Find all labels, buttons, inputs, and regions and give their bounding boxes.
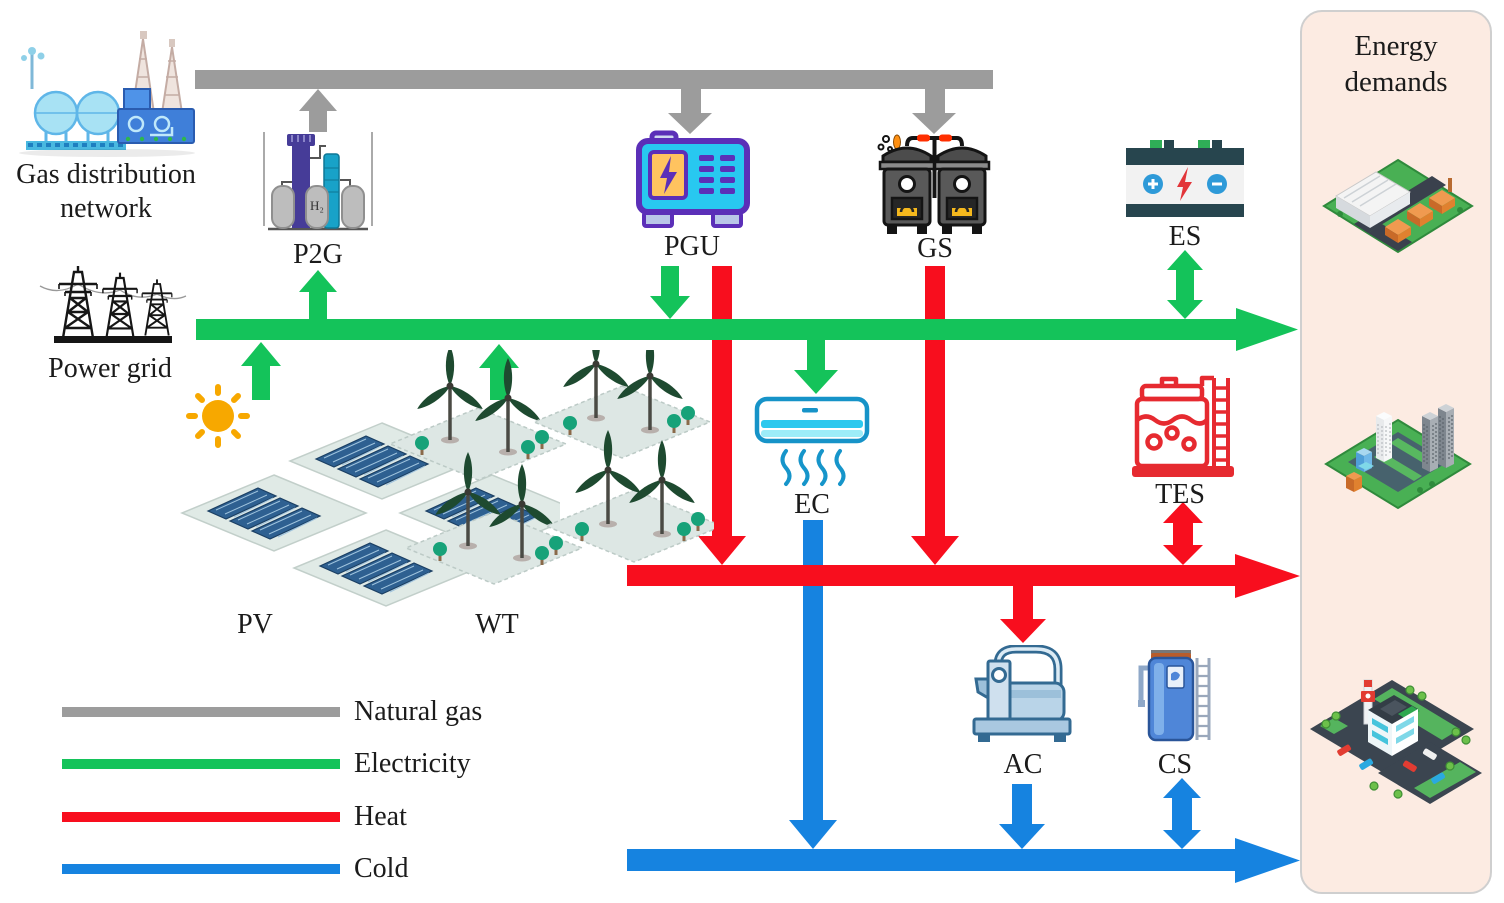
tes-heat-bus-double-arrow-shaft [1173, 523, 1193, 545]
power-grid-icon [38, 264, 188, 348]
ac-to-cold-bus-arrow-head [999, 824, 1045, 849]
cold-bus [627, 849, 1235, 871]
cs-label: CS [1157, 749, 1193, 780]
ec-to-cold-bus-arrow-head [789, 820, 837, 849]
p2g-icon: H₂ [262, 128, 374, 238]
gs-label: GS [917, 233, 953, 264]
tes-icon [1132, 372, 1234, 482]
gas-bus-to-pgu-arrow-shaft [681, 89, 701, 115]
h2-tank-text: H₂ [310, 198, 324, 213]
legend-item-natural-gas: Natural gas [62, 696, 483, 727]
wt-field-icon [382, 350, 714, 622]
es-elec-bus-double-arrow-downhead [1167, 300, 1203, 319]
power-grid-label: Power grid [48, 353, 172, 384]
cs-cold-bus-double-arrow-shaft [1172, 798, 1192, 830]
natural-gas-legend-line [62, 707, 340, 717]
industrial-demand-icon [1320, 152, 1476, 270]
es-label: ES [1168, 221, 1202, 252]
ec-icon [754, 396, 870, 488]
p2g-to-gas-bus-arrow-shaft [309, 111, 327, 132]
pgu-label: PGU [663, 231, 720, 262]
natural-gas-legend-label: Natural gas [354, 696, 483, 727]
pgu-to-elec-bus-arrow-head [650, 296, 690, 319]
pv-to-elec-bus-arrow-head [241, 342, 281, 366]
heat-bus-to-ac-arrow-head [1000, 619, 1046, 643]
gas-bus-to-gs-arrow-head [912, 113, 956, 134]
cs-icon [1137, 650, 1213, 746]
es-icon [1126, 138, 1244, 220]
pgu-to-heat-bus-arrow-shaft [712, 266, 732, 536]
heat-bus-to-ac-arrow-shaft [1013, 586, 1033, 619]
cold-legend-label: Cold [354, 853, 409, 884]
sun-icon [186, 384, 250, 448]
commercial-demand-icon [1310, 674, 1486, 812]
ec-to-cold-bus-arrow-shaft [803, 520, 823, 820]
heat-bus-arrow-head [1235, 554, 1300, 598]
legend-item-electricity: Electricity [62, 748, 471, 779]
pv-field-icon [140, 383, 560, 628]
ac-to-cold-bus-arrow-shaft [1012, 784, 1032, 824]
p2g-to-gas-bus-arrow-head [299, 89, 337, 111]
energy-demands-panel: Energy demands [1300, 10, 1492, 894]
pgu-icon [636, 130, 750, 230]
pv-to-elec-bus-arrow-shaft [252, 366, 270, 400]
wt-label: WT [475, 609, 519, 640]
car-icons [1337, 744, 1446, 784]
gs-to-heat-bus-arrow-head [911, 536, 959, 565]
p2g-label: P2G [293, 239, 343, 270]
heat-bus [627, 565, 1235, 586]
gas-distribution-network-icon [12, 25, 197, 157]
ec-label: EC [794, 489, 830, 520]
ac-label: AC [1003, 749, 1043, 780]
legend-item-cold: Cold [62, 853, 409, 884]
pgu-to-elec-bus-arrow-shaft [661, 266, 679, 296]
tes-label: TES [1155, 479, 1205, 510]
gas-network-label: Gas distribution network [16, 159, 196, 224]
cold-bus-arrow-head [1235, 838, 1300, 883]
legend-item-heat: Heat [62, 801, 407, 832]
heat-legend-line [62, 812, 340, 822]
elec-bus-to-ec-arrow-head [794, 370, 838, 394]
gas-bus-to-gs-arrow-shaft [925, 89, 945, 115]
gs-icon [877, 132, 992, 234]
elec-bus-to-p2g-arrow-head [299, 270, 337, 292]
electricity-legend-label: Electricity [354, 748, 471, 779]
electricity-bus-arrow-head [1236, 308, 1298, 351]
gs-to-heat-bus-arrow-shaft [925, 266, 945, 536]
panel-title: Energy demands [1344, 30, 1448, 99]
electricity-legend-line [62, 759, 340, 769]
elec-bus-to-p2g-arrow-shaft [309, 292, 327, 319]
es-elec-bus-double-arrow-shaft [1176, 270, 1194, 300]
electricity-bus [196, 319, 1236, 340]
tes-heat-bus-double-arrow-downhead [1163, 545, 1203, 565]
heat-legend-label: Heat [354, 801, 407, 832]
city-demand-icon [1322, 394, 1474, 536]
cold-legend-line [62, 864, 340, 874]
pv-label: PV [237, 609, 273, 640]
wt-to-elec-bus-arrow-shaft [490, 368, 508, 400]
elec-bus-to-ec-arrow-shaft [807, 340, 825, 370]
ac-icon [970, 645, 1076, 745]
cs-cold-bus-double-arrow-downhead [1163, 830, 1201, 849]
natural-gas-bus [195, 70, 993, 89]
